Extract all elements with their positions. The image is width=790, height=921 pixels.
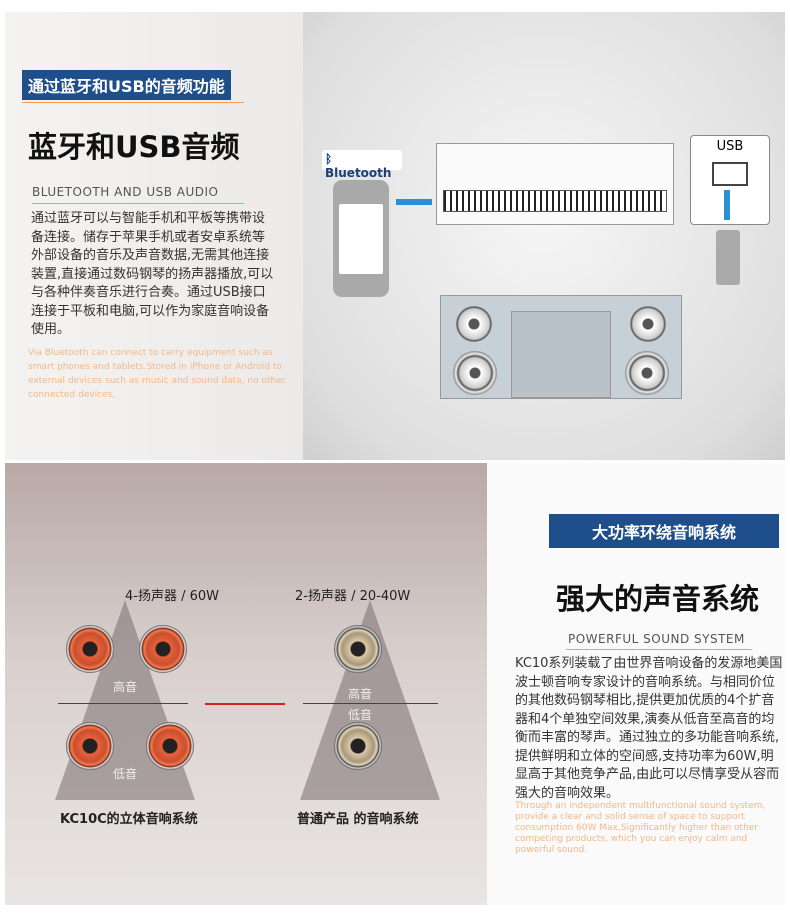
section-subtitle: BLUETOOTH AND USB AUDIO <box>32 185 219 199</box>
speaker-icon <box>334 625 382 673</box>
description-cn: 通过蓝牙可以与智能手机和平板等携带设备连接。储存于苹果手机或者安卓系统等外部设备… <box>31 211 274 337</box>
woofer-icon <box>146 722 194 770</box>
low-label: 低音 <box>348 708 373 722</box>
tweeter-icon <box>139 625 187 673</box>
divider <box>566 649 752 650</box>
description-en: Through an independent multifunctional s… <box>515 801 766 855</box>
section-title: 强大的声音系统 <box>556 582 760 616</box>
speaker-system-icon <box>440 295 682 399</box>
usb-plug-icon <box>716 230 740 285</box>
section-title: 蓝牙和USB音频 <box>28 130 240 164</box>
woofer-icon <box>66 722 114 770</box>
divider <box>58 703 188 704</box>
phone-icon <box>333 180 389 297</box>
left-caption: KC10C的立体音响系统 <box>60 812 198 827</box>
divider <box>22 102 244 103</box>
high-label: 高音 <box>113 680 138 694</box>
section-banner: 大功率环绕音响系统 <box>549 514 779 548</box>
description-cn: KC10系列装载了由世界音响设备的发源地美国波士顿音响专家设计的音响系统。与相同… <box>515 656 783 801</box>
arrow-icon <box>396 199 432 205</box>
right-caption: 普通产品 的音响系统 <box>297 812 419 827</box>
description-en: Via Bluetooth can connect to carry equip… <box>28 348 286 400</box>
arrow-up-icon <box>724 190 730 220</box>
section-banner: 通过蓝牙和USB的音频功能 <box>22 70 231 100</box>
section-subtitle: POWERFUL SOUND SYSTEM <box>568 632 745 646</box>
divider <box>32 203 244 204</box>
piano-icon <box>436 143 674 225</box>
divider <box>303 703 438 704</box>
bluetooth-logo: ᛒ Bluetooth <box>322 150 402 180</box>
usb-label: USB <box>716 139 744 154</box>
usb-port-icon <box>712 162 748 186</box>
high-label: 高音 <box>348 687 373 701</box>
usb-port-callout: USB <box>690 135 770 225</box>
speaker-icon <box>334 722 382 770</box>
compare-arrow-icon <box>205 703 285 705</box>
tweeter-icon <box>66 625 114 673</box>
low-label: 低音 <box>113 767 138 781</box>
